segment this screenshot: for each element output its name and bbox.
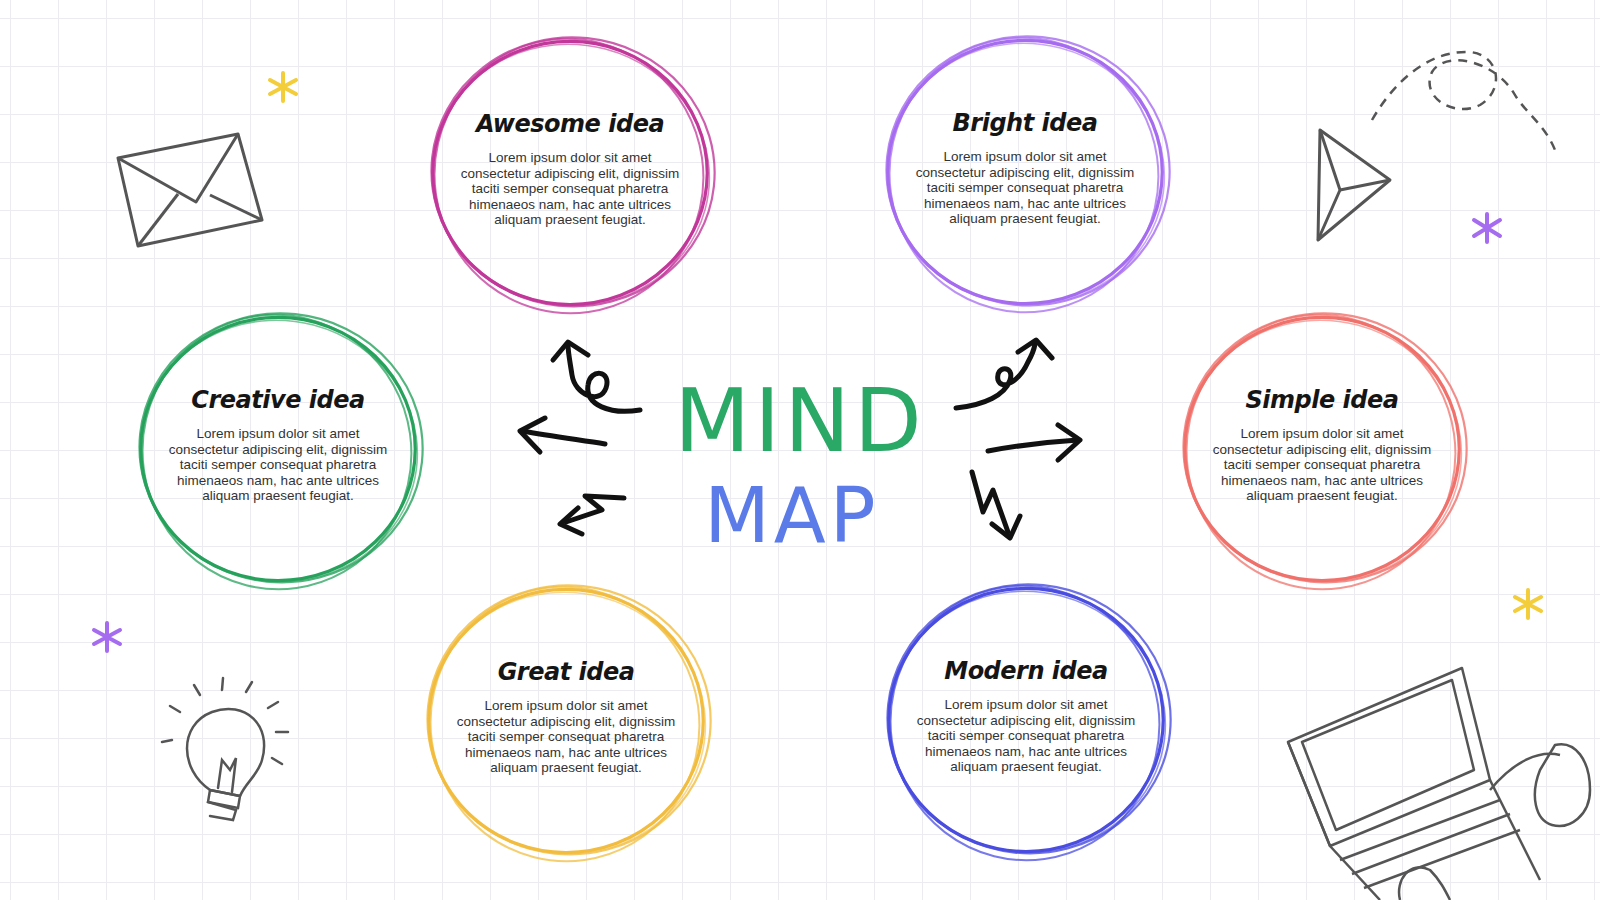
idea-circle: Awesome ideaLorem ipsum dolor sit amet c… (424, 30, 716, 316)
arrow-head (1058, 425, 1080, 460)
idea-text: Lorem ipsum dolor sit amet consectetur a… (1206, 426, 1438, 504)
idea-content: Bright ideaLorem ipsum dolor sit amet co… (909, 109, 1141, 227)
idea-content: Great ideaLorem ipsum dolor sit amet con… (450, 658, 682, 776)
idea-content: Creative ideaLorem ipsum dolor sit amet … (162, 386, 394, 504)
laptop-icon (1288, 668, 1590, 900)
idea-content: Awesome ideaLorem ipsum dolor sit amet c… (454, 110, 686, 228)
arrow (956, 344, 1035, 408)
stars (94, 73, 1541, 651)
arrow-head (560, 508, 582, 534)
arrow (522, 431, 605, 444)
arrow-head (520, 418, 545, 452)
idea-circle: Great ideaLorem ipsum dolor sit amet con… (420, 578, 712, 864)
idea-circle: Creative ideaLorem ipsum dolor sit amet … (132, 306, 424, 592)
idea-content: Modern ideaLorem ipsum dolor sit amet co… (910, 657, 1142, 775)
idea-text: Lorem ipsum dolor sit amet consectetur a… (162, 426, 394, 504)
idea-text: Lorem ipsum dolor sit amet consectetur a… (450, 698, 682, 776)
arrow (988, 440, 1078, 451)
arrow-head (992, 516, 1020, 538)
idea-title: Creative idea (162, 386, 394, 414)
center-title: MAP (704, 471, 879, 560)
center-title: MIND (674, 369, 925, 472)
paper-plane-icon (1318, 52, 1555, 240)
arrow (568, 345, 640, 411)
arrow-head (553, 342, 588, 360)
idea-text: Lorem ipsum dolor sit amet consectetur a… (454, 150, 686, 228)
idea-title: Awesome idea (454, 110, 686, 138)
idea-circle: Bright ideaLorem ipsum dolor sit amet co… (879, 29, 1171, 315)
idea-circle: Simple ideaLorem ipsum dolor sit amet co… (1176, 306, 1468, 592)
idea-title: Simple idea (1206, 386, 1438, 414)
idea-content: Simple ideaLorem ipsum dolor sit amet co… (1206, 386, 1438, 504)
envelope-icon (118, 134, 262, 246)
idea-title: Great idea (450, 658, 682, 686)
idea-circle: Modern ideaLorem ipsum dolor sit amet co… (880, 577, 1172, 863)
idea-title: Bright idea (909, 109, 1141, 137)
idea-title: Modern idea (910, 657, 1142, 685)
idea-text: Lorem ipsum dolor sit amet consectetur a… (910, 697, 1142, 775)
arrow-head (1018, 340, 1052, 358)
lightbulb-icon (162, 678, 288, 820)
idea-text: Lorem ipsum dolor sit amet consectetur a… (909, 149, 1141, 227)
